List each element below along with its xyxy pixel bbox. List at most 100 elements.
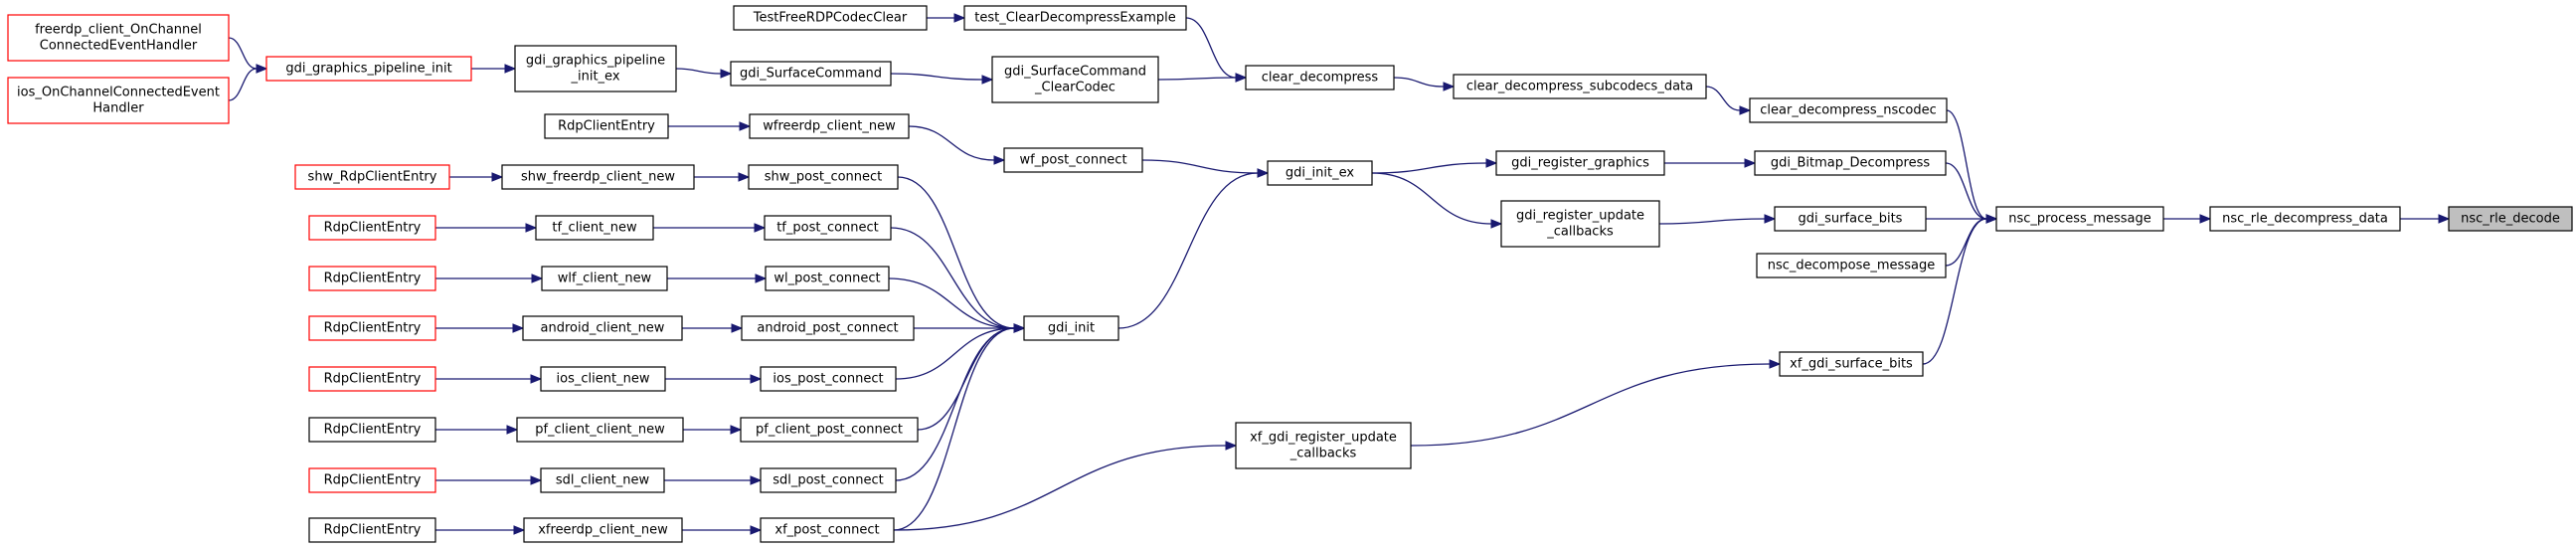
node-label: RdpClientEntry <box>324 523 422 538</box>
node-label: freerdp_client_OnChannel <box>35 23 202 38</box>
node-label: gdi_SurfaceCommand <box>1004 65 1146 80</box>
graph-node-android-entry[interactable]: RdpClientEntry <box>308 315 436 341</box>
edge-wlf-entry-to-wlf-new <box>435 274 544 283</box>
graph-node-gdi-bitmap-dec[interactable]: gdi_Bitmap_Decompress <box>1754 150 1947 176</box>
node-label: _ClearCodec <box>1034 81 1116 95</box>
node-label: shw_freerdp_client_new <box>521 170 675 185</box>
graph-node-nsc-process[interactable]: nsc_process_message <box>1995 206 2164 232</box>
graph-node-gdi-gp-init-ex[interactable]: gdi_graphics_pipeline_init_ex <box>514 45 677 92</box>
graph-node-wl-post[interactable]: wl_post_connect <box>765 266 890 291</box>
edge-gdi-reg-update-to-gdi-surface-bits <box>1658 214 1777 225</box>
graph-node-sdl-new[interactable]: sdl_client_new <box>540 467 665 493</box>
node-label: gdi_graphics_pipeline_init <box>285 62 451 77</box>
node-label: RdpClientEntry <box>558 119 655 134</box>
graph-node-xf-post[interactable]: xf_post_connect <box>760 517 895 543</box>
graph-node-clear-nscodec[interactable]: clear_decompress_nscodec <box>1749 97 1948 123</box>
graph-node-wf-post[interactable]: wf_post_connect <box>1003 147 1143 173</box>
graph-node-wlf-entry[interactable]: RdpClientEntry <box>308 266 436 291</box>
node-label: RdpClientEntry <box>324 272 422 286</box>
graph-node-gdi-reg-graphics[interactable]: gdi_register_graphics <box>1495 150 1665 176</box>
graph-node-pf-post[interactable]: pf_client_post_connect <box>740 417 919 443</box>
edge-pf-entry-to-pf-new <box>434 425 519 435</box>
graph-node-test-clear[interactable]: test_ClearDecompressExample <box>963 5 1187 31</box>
graph-node-rdpce-wf[interactable]: RdpClientEntry <box>544 113 669 139</box>
node-label: ios_OnChannelConnectedEvent <box>17 86 220 100</box>
graph-node-ios-new[interactable]: ios_client_new <box>540 366 666 392</box>
node-label: ios_client_new <box>557 372 650 387</box>
node-label: _callbacks <box>1289 447 1357 461</box>
edge-gdi-surface-cmd-to-gdi-surface-cmd-cc <box>890 73 994 85</box>
edge-wlf-new-to-wl-post <box>667 274 768 283</box>
node-label: gdi_Bitmap_Decompress <box>1771 156 1930 171</box>
graph-node-xf-new[interactable]: xfreerdp_client_new <box>523 517 683 543</box>
node-label: sdl_post_connect <box>773 473 884 488</box>
graph-node-wfreerdp-new[interactable]: wfreerdp_client_new <box>749 113 910 139</box>
edge-gdi-init-ex-to-gdi-reg-graphics <box>1371 158 1498 174</box>
node-label: xf_gdi_surface_bits <box>1790 357 1913 372</box>
graph-node-wlf-new[interactable]: wlf_client_new <box>541 266 668 291</box>
graph-node-sdl-entry[interactable]: RdpClientEntry <box>308 467 436 493</box>
graph-node-nsc-rle-decode[interactable]: nsc_rle_decode <box>2448 206 2573 232</box>
node-label: clear_decompress_subcodecs_data <box>1466 80 1693 94</box>
node-label: gdi_graphics_pipeline <box>526 54 665 69</box>
graph-node-shw-entry[interactable]: shw_RdpClientEntry <box>294 164 450 190</box>
node-label: xfreerdp_client_new <box>538 523 668 538</box>
edge-xf-reg-update-to-xf-surface-bits <box>1410 359 1782 447</box>
graph-node-clear-decompress[interactable]: clear_decompress <box>1245 65 1395 91</box>
edge-gdi-bitmap-dec-to-nsc-process <box>1945 162 1998 224</box>
edge-xf-post-to-gdi-init <box>893 323 1026 531</box>
graph-node-xf-surface-bits[interactable]: xf_gdi_surface_bits <box>1779 351 1924 377</box>
edge-xf-post-to-xf-reg-update <box>893 441 1238 531</box>
graph-node-gdi-gp-init[interactable]: gdi_graphics_pipeline_init <box>265 56 472 82</box>
edge-nsc-process-to-nsc-rle-data <box>2163 214 2212 224</box>
graph-node-gdi-reg-update[interactable]: gdi_register_update_callbacks <box>1500 200 1660 248</box>
node-label: gdi_SurfaceCommand <box>740 67 882 82</box>
graph-node-gdi-init-ex[interactable]: gdi_init_ex <box>1267 160 1373 186</box>
node-label: wl_post_connect <box>773 272 880 286</box>
graph-node-clear-subcodecs[interactable]: clear_decompress_subcodecs_data <box>1453 74 1707 99</box>
graph-node-nsc-rle-data[interactable]: nsc_rle_decompress_data <box>2209 206 2401 232</box>
node-label: wfreerdp_client_new <box>763 119 896 134</box>
edge-ios-new-to-ios-post <box>665 374 763 384</box>
graph-node-shw-post[interactable]: shw_post_connect <box>748 164 899 190</box>
graph-node-gdi-surface-bits[interactable]: gdi_surface_bits <box>1774 206 1927 232</box>
graph-node-shw-new[interactable]: shw_freerdp_client_new <box>501 164 695 190</box>
graph-node-android-post[interactable]: android_post_connect <box>741 315 915 341</box>
edge-layer <box>228 13 2451 535</box>
edge-xf-entry-to-xf-new <box>435 525 526 535</box>
node-label: sdl_client_new <box>556 473 650 488</box>
node-layer: freerdp_client_OnChannelConnectedEventHa… <box>7 5 2573 543</box>
graph-node-ios-entry[interactable]: RdpClientEntry <box>308 366 436 392</box>
graph-node-gdi-init[interactable]: gdi_init <box>1023 315 1119 341</box>
edge-android-new-to-android-post <box>682 323 744 333</box>
graph-node-gdi-surface-cmd-cc[interactable]: gdi_SurfaceCommand_ClearCodec <box>991 56 1159 103</box>
node-label: RdpClientEntry <box>324 321 422 336</box>
graph-node-gdi-surface-cmd[interactable]: gdi_SurfaceCommand <box>730 61 892 87</box>
edge-xf-new-to-xf-post <box>682 525 763 535</box>
node-label: nsc_decompose_message <box>1768 259 1936 274</box>
graph-node-sdl-post[interactable]: sdl_post_connect <box>760 467 897 493</box>
graph-node-android-new[interactable]: android_client_new <box>522 315 683 341</box>
graph-node-pf-entry[interactable]: RdpClientEntry <box>308 417 436 443</box>
node-label: RdpClientEntry <box>324 473 422 488</box>
edge-ios-post-to-gdi-init <box>895 323 1026 380</box>
graph-node-xf-entry[interactable]: RdpClientEntry <box>308 517 436 543</box>
graph-node-tf-entry[interactable]: RdpClientEntry <box>308 215 436 241</box>
node-label: nsc_process_message <box>2008 212 2151 227</box>
node-label: shw_post_connect <box>765 170 883 185</box>
node-label: android_client_new <box>541 321 665 336</box>
graph-node-xf-reg-update[interactable]: xf_gdi_register_update_callbacks <box>1235 422 1412 469</box>
graph-node-tf-new[interactable]: tf_client_new <box>535 215 654 241</box>
graph-node-test-free[interactable]: TestFreeRDPCodecClear <box>733 5 928 31</box>
graph-node-tf-post[interactable]: tf_post_connect <box>764 215 892 241</box>
edge-nsc-rle-data-to-nsc-rle-decode <box>2400 214 2451 224</box>
graph-node-ios-post[interactable]: ios_post_connect <box>760 366 897 392</box>
graph-node-pf-new[interactable]: pf_client_client_new <box>516 417 684 443</box>
edge-rdpce-wf-to-wfreerdp-new <box>668 121 752 131</box>
graph-node-nsc-decompose[interactable]: nsc_decompose_message <box>1756 253 1947 278</box>
node-label: clear_decompress <box>1262 71 1379 86</box>
node-label: wlf_client_new <box>558 272 652 286</box>
edge-clear-subcodecs-to-clear-nscodec <box>1705 86 1752 115</box>
graph-node-freerdp-onch[interactable]: freerdp_client_OnChannelConnectedEventHa… <box>7 14 230 62</box>
